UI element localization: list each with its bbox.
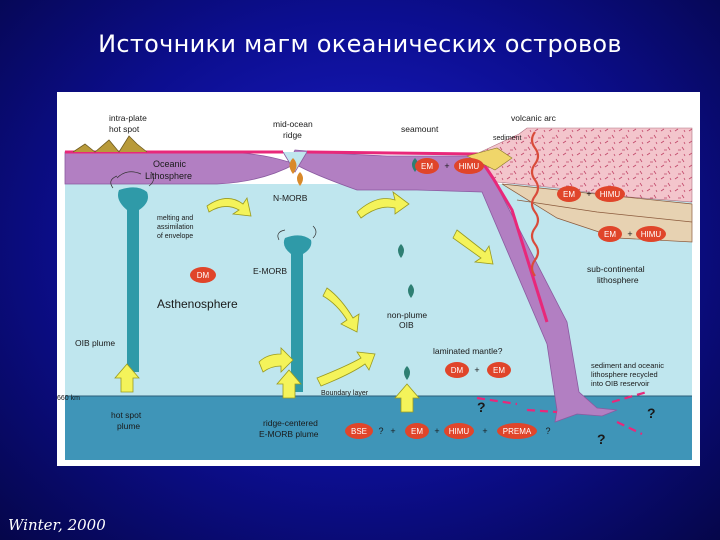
- svg-text:of envelope: of envelope: [157, 233, 193, 240]
- depth-660-label: 660 km: [57, 395, 80, 402]
- recycled-label: sediment and oceanic: [591, 361, 664, 370]
- source-oval-himu-lith: HIMU: [636, 226, 666, 242]
- svg-text:+: +: [390, 426, 395, 436]
- source-oval-em-top: EM: [415, 158, 439, 174]
- sediment-wedge: [466, 147, 513, 171]
- question-mark: ?: [647, 405, 656, 421]
- svg-text:assimilation: assimilation: [157, 224, 194, 231]
- svg-text:E-MORB plume: E-MORB plume: [259, 429, 319, 439]
- svg-text:+: +: [482, 426, 487, 436]
- mantle-diagram: intra-plate hot spot mid-ocean ridge sea…: [57, 92, 700, 466]
- ridge-label: mid-ocean: [273, 119, 313, 129]
- intraplate-label: intra-plate: [109, 113, 147, 123]
- slide-title: Источники магм океанических островов: [98, 30, 622, 58]
- ridge-plume-label: ridge-centered: [263, 418, 318, 428]
- svg-text:DM: DM: [197, 271, 210, 280]
- svg-text:+: +: [627, 229, 632, 239]
- seamount-label: seamount: [401, 124, 439, 134]
- svg-text:EM: EM: [493, 366, 505, 375]
- oib-plume: [118, 187, 148, 372]
- source-oval-prema: PREMA: [497, 423, 537, 439]
- oceanic-lithosphere-label: Oceanic: [153, 159, 187, 169]
- n-morb-label: N-MORB: [273, 193, 308, 203]
- oib-plume-label: OIB plume: [75, 338, 115, 348]
- svg-text:into OIB reservoir: into OIB reservoir: [591, 379, 650, 388]
- melt-droplets: [398, 158, 418, 380]
- e-morb-label: E-MORB: [253, 266, 287, 276]
- svg-text:+: +: [434, 426, 439, 436]
- svg-text:EM: EM: [411, 427, 423, 436]
- oceanic-lithosphere: [64, 149, 618, 423]
- source-oval-himu-arc: HIMU: [595, 186, 625, 202]
- svg-text:EM: EM: [563, 190, 575, 199]
- source-oval-em-arc: EM: [557, 186, 581, 202]
- svg-text:lithosphere: lithosphere: [597, 275, 639, 285]
- svg-text:HIMU: HIMU: [449, 427, 470, 436]
- svg-text:?: ?: [545, 426, 550, 436]
- svg-text:EM: EM: [604, 230, 616, 239]
- magma-droplets: [289, 158, 303, 186]
- emorb-plume: [283, 235, 312, 392]
- source-oval-himu-bottom: HIMU: [444, 423, 474, 439]
- svg-text:HIMU: HIMU: [459, 162, 480, 171]
- svg-text:+: +: [444, 161, 449, 171]
- svg-text:?: ?: [378, 426, 383, 436]
- source-oval-dm: DM: [190, 267, 216, 283]
- svg-text:ridge: ridge: [283, 130, 302, 140]
- volcanic-arc-label: volcanic arc: [511, 113, 557, 123]
- svg-text:lithosphere recycled: lithosphere recycled: [591, 370, 658, 379]
- melting-label: melting and: [157, 215, 193, 222]
- svg-text:Lithosphere: Lithosphere: [145, 171, 192, 181]
- source-oval-bse: BSE: [345, 423, 373, 439]
- subcontinental-label: sub-continental: [587, 264, 645, 274]
- boundary-layer-label: Boundary layer: [321, 390, 369, 397]
- svg-text:HIMU: HIMU: [600, 190, 621, 199]
- asthenosphere-label: Asthenosphere: [157, 297, 238, 311]
- svg-text:DM: DM: [451, 366, 464, 375]
- hotspot-volcanoes: [72, 135, 148, 153]
- svg-text:hot spot: hot spot: [109, 124, 140, 134]
- question-mark: ?: [597, 431, 606, 447]
- hotspot-plume-label: hot spot: [111, 410, 142, 420]
- convection-arrows: [114, 191, 494, 413]
- arc-conduit: [530, 131, 540, 277]
- svg-text:plume: plume: [117, 421, 140, 431]
- source-oval-em-bottom: EM: [405, 423, 429, 439]
- source-oval-em-lith: EM: [598, 226, 622, 242]
- svg-text:OIB: OIB: [399, 320, 414, 330]
- source-oval-dm-laminated: DM: [445, 362, 469, 378]
- sediment-label: sediment: [493, 135, 521, 142]
- svg-text:+: +: [586, 189, 591, 199]
- svg-text:PREMA: PREMA: [503, 427, 532, 436]
- source-oval-himu-top: HIMU: [454, 158, 484, 174]
- credit-text: Winter, 2000: [8, 516, 106, 534]
- svg-text:EM: EM: [421, 162, 433, 171]
- svg-text:HIMU: HIMU: [641, 230, 662, 239]
- laminated-mantle-label: laminated mantle?: [433, 346, 503, 356]
- source-oval-em-laminated: EM: [487, 362, 511, 378]
- non-plume-oib-label: non-plume: [387, 310, 427, 320]
- svg-text:+: +: [474, 365, 479, 375]
- question-mark: ?: [477, 399, 486, 415]
- continent-crust: [471, 127, 693, 203]
- svg-text:BSE: BSE: [351, 427, 367, 436]
